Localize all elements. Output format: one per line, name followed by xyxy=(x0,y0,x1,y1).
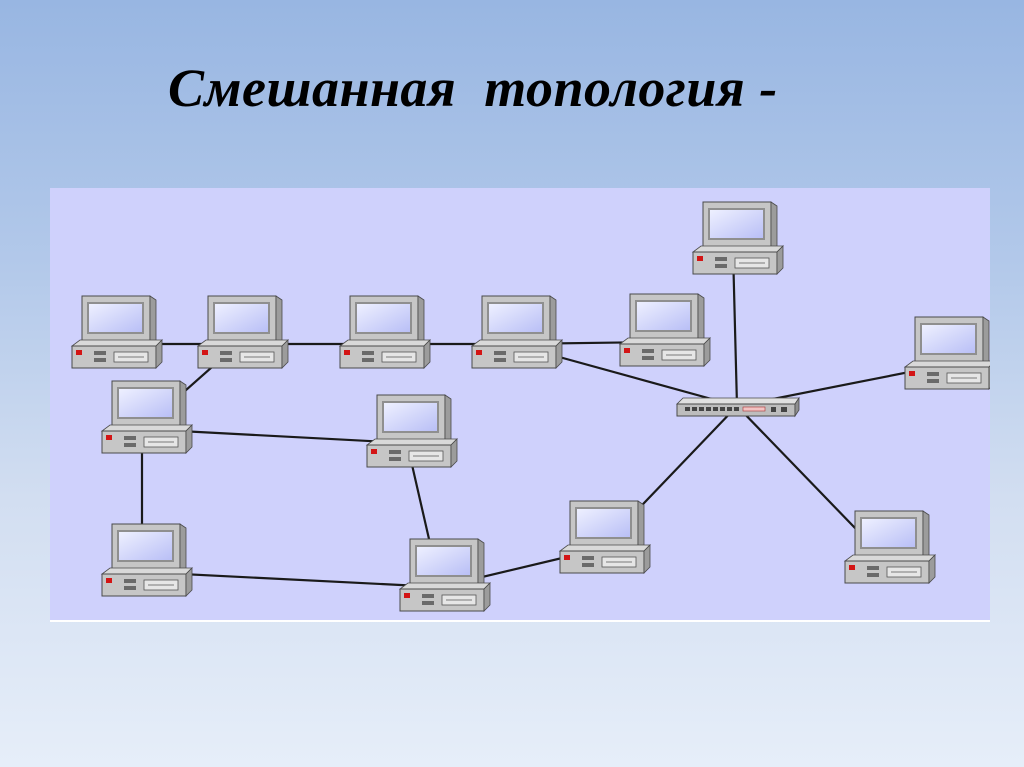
computer-icon-pc-top-3 xyxy=(340,296,430,368)
computer-icon-pc-star-top xyxy=(693,202,783,274)
nodes-layer xyxy=(72,202,990,611)
computer-icon-pc-star-bottom-right xyxy=(845,511,935,583)
computer-icon-pc-ring-4 xyxy=(400,539,490,611)
computer-icon-pc-ring-3 xyxy=(102,524,192,596)
computer-icon-pc-star-right xyxy=(905,317,990,389)
computer-icon-pc-ring-1 xyxy=(102,381,192,453)
computer-icon-pc-star-bottom-left xyxy=(560,501,650,573)
hub-icon xyxy=(677,398,799,416)
computer-icon-pc-top-5 xyxy=(620,294,710,366)
slide-title: Смешанная топология - xyxy=(168,48,778,128)
computer-icon-pc-top-1 xyxy=(72,296,162,368)
computer-icon-pc-ring-2 xyxy=(367,395,457,467)
computer-icon-pc-top-2 xyxy=(198,296,288,368)
computer-icon-pc-top-4 xyxy=(472,296,562,368)
topology-diagram xyxy=(50,188,990,622)
topology-canvas xyxy=(50,188,990,620)
